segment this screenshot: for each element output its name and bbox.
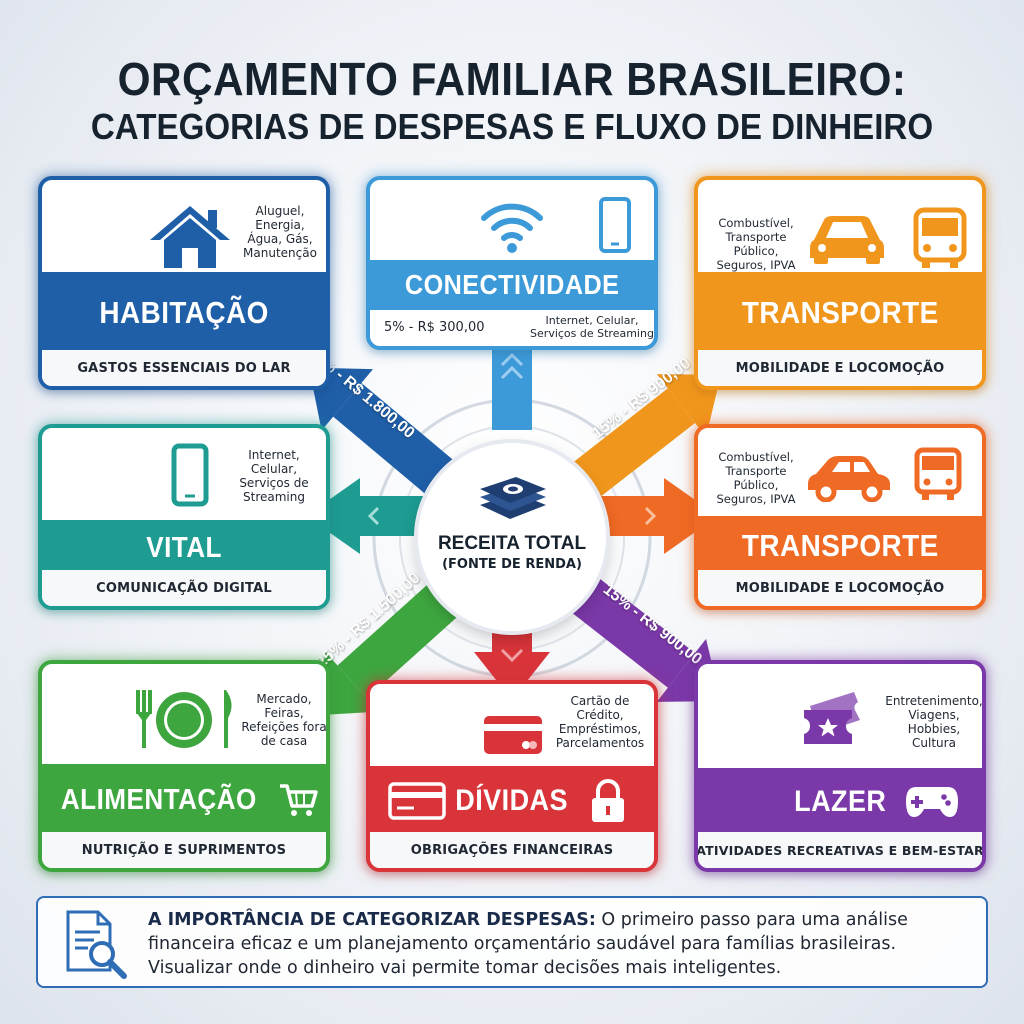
footer-habitacao: GASTOS ESSENCIAIS DO LAR xyxy=(42,350,326,386)
footer-dividas: OBRIGAÇÕES FINANCEIRAS xyxy=(370,832,654,868)
wifi-icon xyxy=(481,203,543,253)
hub-receita-total: RECEITA TOTAL (FONTE DE RENDA) xyxy=(418,443,606,631)
category-name-lazer: LAZER xyxy=(793,785,887,818)
band-dividas: DÍVIDAS xyxy=(370,766,654,836)
footer-transporte-1: MOBILIDADE E LOCOMOÇÃO xyxy=(698,350,982,386)
lock-icon xyxy=(592,779,624,822)
category-name-dividas: DÍVIDAS xyxy=(455,784,569,817)
category-name-habitacao: HABITAÇÃO xyxy=(99,295,269,330)
items-alimentacao: Mercado, Feiras, Refeições fora de casa xyxy=(241,692,327,748)
footer-transporte-2: MOBILIDADE E LOCOMOÇÃO xyxy=(698,570,982,606)
hub-subtitle: (FONTE DE RENDA) xyxy=(442,557,582,572)
items-dividas: Cartão de Crédito, Empréstimos, Parcelam… xyxy=(555,694,645,750)
items-habitacao: Aluguel, Energia, Água, Gás, Manutenção xyxy=(243,204,317,260)
category-name-transporte-1: TRANSPORTE xyxy=(741,295,939,330)
band-transporte-1: TRANSPORTE xyxy=(698,272,982,354)
card-lazer: Entretenimento, Viagens, Hobbies, Cultur… xyxy=(694,660,986,872)
page-subtitle: CATEGORIAS DE DESPESAS E FLUXO DE DINHEI… xyxy=(90,106,934,147)
car-icon xyxy=(808,456,890,502)
footer-lazer: ATIVIDADES RECREATIVAS E BEM-ESTAR xyxy=(698,832,982,868)
credit-card-icon xyxy=(484,716,542,754)
items-transporte-1: Combustível, Transporte Público, Seguros… xyxy=(716,216,796,272)
card-alimentacao: Mercado, Feiras, Refeições fora de casa … xyxy=(38,660,330,872)
house-icon xyxy=(150,206,230,268)
arrow-vital xyxy=(306,478,432,554)
footer-alimentacao: NUTRIÇÃO E SUPRIMENTOS xyxy=(42,832,326,868)
card-transporte-2: Combustível, Transporte Público, Seguros… xyxy=(694,424,986,610)
money-stack-icon xyxy=(480,477,546,519)
credit-card-icon xyxy=(388,782,446,820)
note-body: O primeiro passo para uma análise financ… xyxy=(148,910,908,978)
band-habitacao: HABITAÇÃO xyxy=(42,272,326,354)
items-vital: Internet, Celular, Serviços de Streaming xyxy=(239,448,309,504)
bus-icon xyxy=(914,447,962,500)
percent-conectividade: 5% - R$ 300,00 xyxy=(384,320,485,335)
card-vital: Internet, Celular, Serviços de Streaming… xyxy=(38,424,330,610)
category-name-alimentacao: ALIMENTAÇÃO xyxy=(61,783,257,816)
items-transporte-2: Combustível, Transporte Público, Seguros… xyxy=(716,450,796,506)
band-lazer: LAZER xyxy=(698,768,982,836)
band-alimentacao: ALIMENTAÇÃO xyxy=(42,764,326,836)
card-transporte-1: Combustível, Transporte Público, Seguros… xyxy=(694,176,986,390)
card-conectividade: CONECTIVIDADE 5% - R$ 300,00 Internet, C… xyxy=(366,176,658,350)
category-name-transporte-2: TRANSPORTE xyxy=(741,528,939,563)
band-conectividade: CONECTIVIDADE xyxy=(370,260,654,310)
footer-vital: COMUNICAÇÃO DIGITAL xyxy=(42,570,326,606)
plate-cutlery-icon xyxy=(136,690,232,748)
document-search-icon xyxy=(66,910,127,979)
card-dividas: Cartão de Crédito, Empréstimos, Parcelam… xyxy=(366,680,658,872)
smartphone-icon xyxy=(599,197,631,253)
shopping-cart-icon xyxy=(279,784,318,816)
info-note: A IMPORTÂNCIA DE CATEGORIZAR DESPESAS: O… xyxy=(36,896,988,988)
game-controller-icon xyxy=(906,787,958,817)
ticket-icon xyxy=(804,692,860,744)
items-lazer: Entretenimento, Viagens, Hobbies, Cultur… xyxy=(885,694,983,750)
hub-title: RECEITA TOTAL xyxy=(437,533,587,554)
bus-icon xyxy=(913,207,967,268)
items-conectividade: Internet, Celular, Serviços de Streaming xyxy=(530,314,654,340)
band-vital: VITAL xyxy=(42,520,326,576)
category-name-vital: VITAL xyxy=(146,531,222,564)
category-name-conectividade: CONECTIVIDADE xyxy=(404,269,620,300)
car-icon xyxy=(810,216,884,264)
smartphone-icon xyxy=(171,443,209,507)
note-text: A IMPORTÂNCIA DE CATEGORIZAR DESPESAS: O… xyxy=(148,908,968,980)
band-transporte-2: TRANSPORTE xyxy=(698,516,982,576)
page-title: ORÇAMENTO FAMILIAR BRASILEIRO: xyxy=(117,53,907,105)
note-heading: A IMPORTÂNCIA DE CATEGORIZAR DESPESAS: xyxy=(148,910,596,930)
card-habitacao: Aluguel, Energia, Água, Gás, Manutenção … xyxy=(38,176,330,390)
